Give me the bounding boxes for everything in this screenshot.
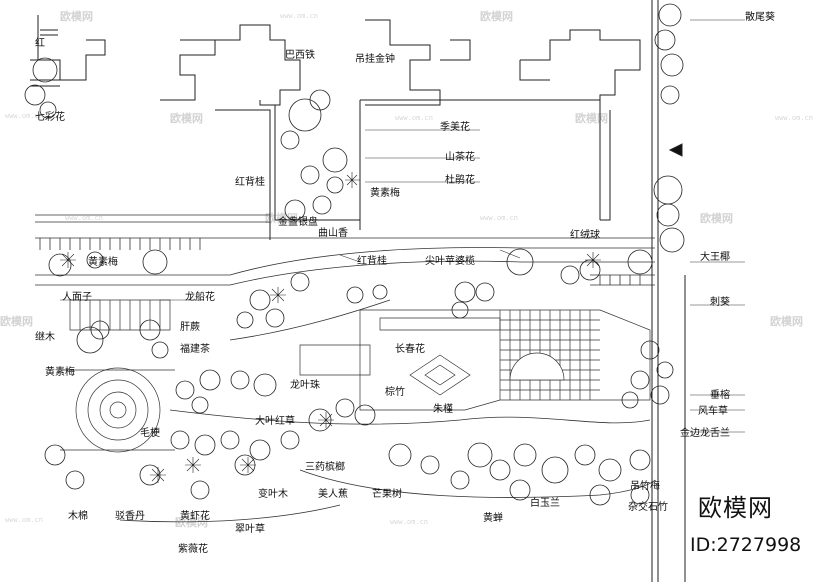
label-huangsumei2: 黄素梅	[88, 255, 118, 268]
label-sanyaobinlang: 三药槟榔	[305, 460, 345, 473]
label-gangjue: 肝蕨	[180, 321, 200, 333]
label-leaders	[60, 19, 745, 433]
label-ziweihua: 紫薇花	[178, 542, 208, 555]
label-chuipin: 垂榕	[710, 388, 730, 401]
label-jiankui: 刺葵	[710, 296, 730, 308]
label-baiyulan: 白玉兰	[530, 496, 560, 509]
label-baxitie: 巴西铁	[285, 48, 315, 61]
label-jianyeyulingjin: 尖叶苹婆榄	[425, 254, 475, 267]
label-longchuanhua: 龙船花	[185, 290, 215, 303]
watermark-text: 欧模网	[265, 211, 298, 225]
label-jinzhanyinpan: 金盏银盘	[278, 215, 318, 228]
watermark-url: www.om.cn	[775, 114, 813, 122]
label-renmianzi: 人面子	[62, 291, 92, 303]
label-dayehongcao: 大叶红草	[255, 414, 295, 427]
label-jinbianlongshexiang: 金边龙舌兰	[680, 426, 730, 439]
watermark-url: www.om.cn	[5, 112, 43, 120]
watermark-text: 欧模网	[770, 314, 803, 328]
label-shanchahua: 山茶花	[445, 150, 475, 163]
garden-paths	[35, 214, 656, 523]
label-hong: 红	[35, 36, 45, 49]
plant-labels: 散尾葵 红 巴西铁 吊挂金钟 七彩花 季美花 山茶花 杜鹃花 红背桂 黄素梅 金…	[35, 10, 775, 555]
label-mogu: 毛梗	[140, 426, 160, 439]
label-fengchejian: 风车草	[698, 404, 728, 417]
label-dujuanhua: 杜鹃花	[445, 173, 475, 186]
label-yejixin: 继木	[35, 330, 55, 343]
watermark-text: 欧模网	[575, 111, 608, 125]
label-huangsumei: 黄素梅	[370, 186, 400, 199]
circular-plaza	[60, 299, 175, 453]
label-yuxiangdan: 驳香丹	[115, 510, 145, 522]
building-footprints	[30, 15, 641, 240]
watermark-text: 欧模网	[60, 9, 93, 23]
label-sanweikui: 散尾葵	[745, 10, 775, 23]
label-mumian: 木棉	[68, 509, 88, 522]
watermark-url: www.om.cn	[5, 516, 43, 524]
label-xiangyecao: 翠叶草	[235, 523, 265, 535]
label-jimeihua: 季美花	[440, 120, 470, 133]
watermark-layer: 欧模网 www.om.cn 欧模网 www.om.cn 欧模网 www.om.c…	[0, 9, 813, 529]
label-zajiaoshizhu: 杂交石竹	[628, 500, 668, 513]
watermark-url: www.om.cn	[390, 518, 428, 526]
boundary-wall	[651, 0, 686, 582]
watermark-url: www.om.cn	[65, 214, 103, 222]
label-huangsumei3: 黄素梅	[45, 365, 75, 378]
label-youshanxiang: 曲山香	[318, 227, 348, 239]
watermark-url: www.om.cn	[280, 12, 318, 20]
label-meirenjiao: 美人蕉	[318, 487, 348, 500]
label-xiangcaihua: 七彩花	[35, 110, 65, 123]
label-hongbeigui2: 红背桂	[357, 254, 387, 267]
brand-id: ID:2727998	[690, 534, 802, 556]
label-diaoguajinzhong: 吊挂金钟	[355, 52, 395, 65]
label-bianyemu: 变叶木	[258, 487, 288, 500]
label-fujiancha: 福建茶	[180, 342, 210, 355]
label-mangguoshu: 芒果树	[372, 487, 402, 500]
label-zhujin: 朱槿	[433, 402, 453, 415]
watermark-text: 欧模网	[0, 314, 33, 328]
label-hongbeigui: 红背桂	[235, 175, 265, 188]
watermark-text: 欧模网	[700, 211, 733, 225]
planting-symbols	[24, 3, 685, 506]
brand-name: 欧模网	[698, 494, 773, 522]
watermark-url: www.om.cn	[395, 114, 433, 122]
label-longyezhu: 龙叶珠	[290, 378, 320, 391]
watermark-text: 欧模网	[170, 111, 203, 125]
watermark-url: www.om.cn	[480, 214, 518, 222]
palm-symbols	[60, 172, 601, 483]
watermark-text: 欧模网	[480, 9, 513, 23]
label-zongzhu: 棕竹	[385, 385, 405, 398]
label-changchunhua: 长春花	[395, 342, 425, 355]
label-diaozhumei: 吊竹梅	[630, 479, 660, 492]
label-huangxiahua: 黄虾花	[180, 509, 210, 522]
paved-plaza	[299, 309, 651, 411]
label-dawangye: 大王椰	[700, 250, 730, 263]
label-huangchan: 黄蝉	[483, 511, 503, 524]
label-hongzhu: 红绒球	[570, 228, 600, 241]
